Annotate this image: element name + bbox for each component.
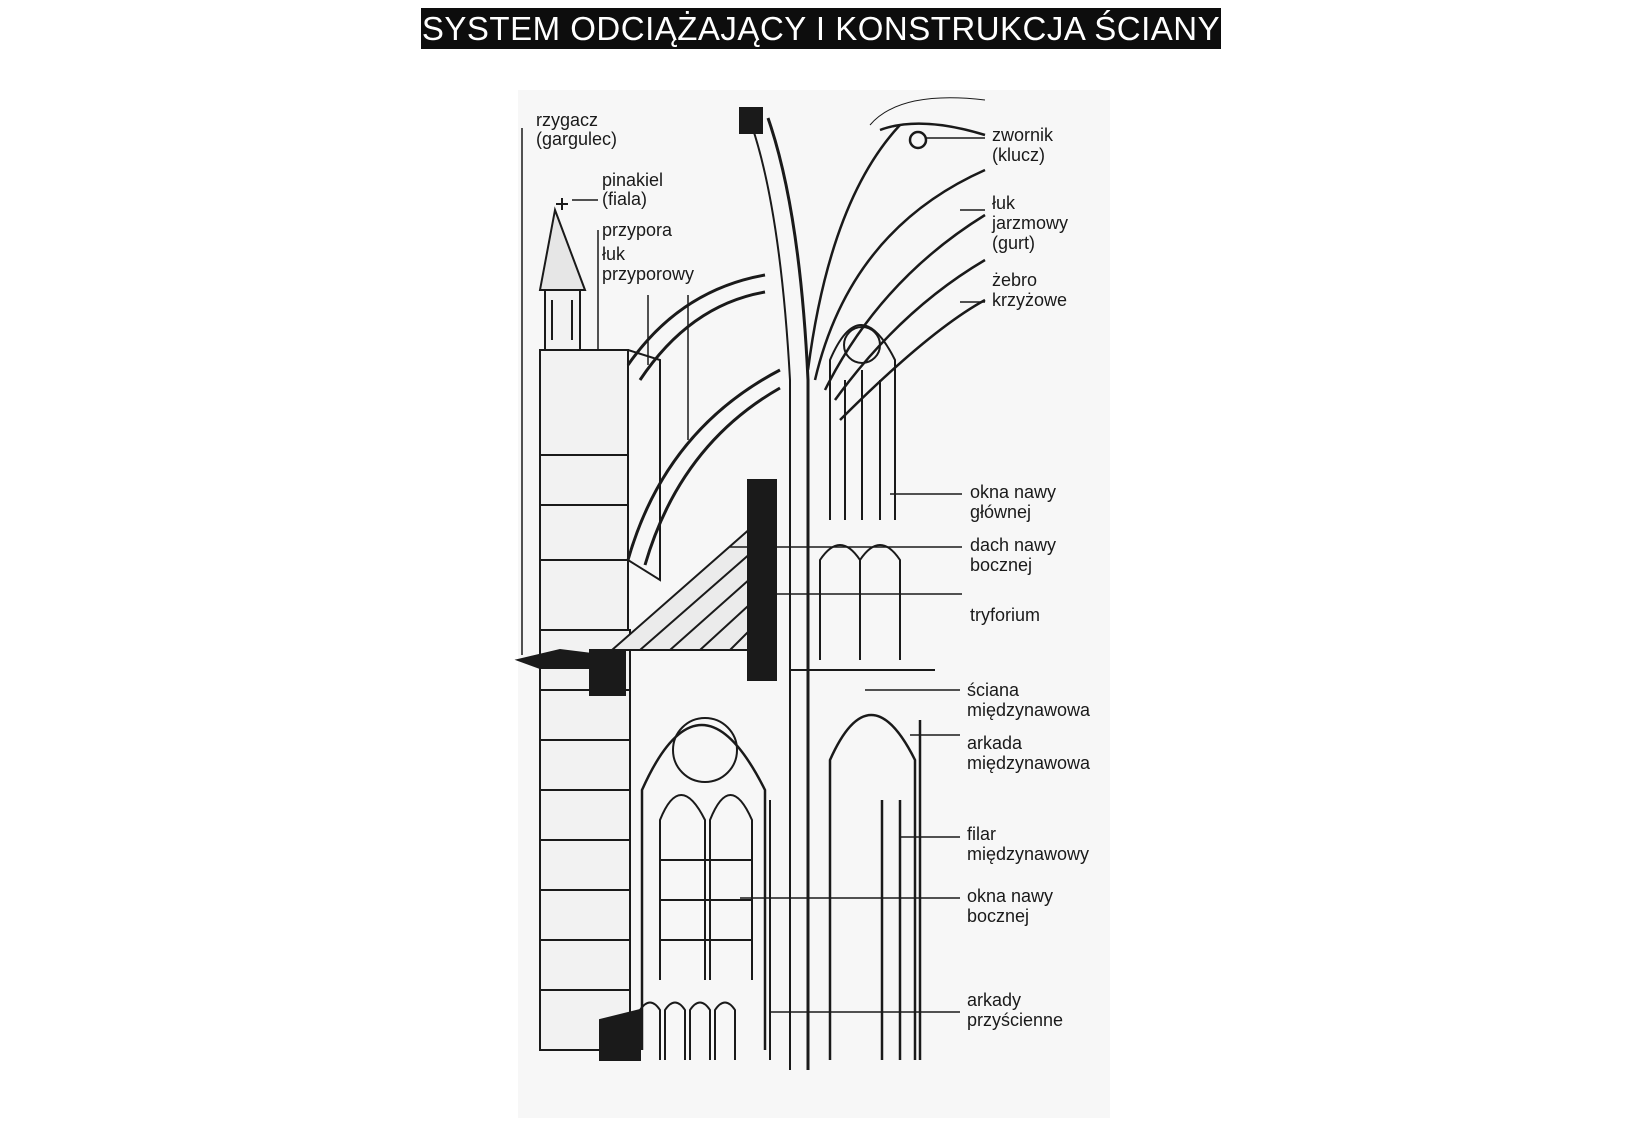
triforium-arcade xyxy=(790,544,935,671)
label-okna-nawy-bocznej: okna nawy bocznej xyxy=(967,886,1058,926)
nave-wall xyxy=(739,107,810,1070)
leader-lines xyxy=(521,128,985,1013)
vault-ribs xyxy=(806,97,986,421)
wall-arcades xyxy=(599,1001,736,1061)
label-zwornik: zwornik (klucz) xyxy=(992,125,1058,165)
label-luk-przyporowy: łuk przyporowy xyxy=(602,244,694,284)
label-rzygacz: rzygacz (gargulec) xyxy=(536,110,617,149)
clerestory-window xyxy=(829,324,896,520)
label-arkady-przyscienne: arkady przyścienne xyxy=(967,990,1063,1030)
pinnacle xyxy=(538,198,587,351)
label-zebro-krzyzowe: żebro krzyżowe xyxy=(992,270,1067,310)
leader-luk-przyporowy xyxy=(647,295,689,440)
aisle-roof xyxy=(589,479,777,696)
label-arkada-miedzynawowa: arkada międzynawowa xyxy=(967,733,1091,773)
label-tryforium: tryforium xyxy=(970,605,1040,625)
buttress-pier xyxy=(539,349,661,1051)
page-title: SYSTEM ODCIĄŻAJĄCY I KONSTRUKCJA ŚCIANY xyxy=(421,8,1221,49)
label-dach-nawy-bocznej: dach nawy bocznej xyxy=(970,535,1061,575)
nave-arcade xyxy=(828,714,922,1060)
aisle-window xyxy=(640,717,791,1060)
label-sciana-miedzynawowa: ściana międzynawowa xyxy=(967,680,1091,720)
cathedral-drawing xyxy=(514,97,986,1070)
label-filar-miedzynawowy: filar międzynawowy xyxy=(967,824,1089,864)
label-pinakiel: pinakiel (fiala) xyxy=(602,170,668,209)
label-luk-jarzmowy: łuk jarzmowy (gurt) xyxy=(991,193,1073,253)
label-okna-nawy-glownej: okna nawy głównej xyxy=(970,482,1061,522)
label-przypora: przypora xyxy=(602,220,673,240)
gargoyle xyxy=(514,648,602,669)
